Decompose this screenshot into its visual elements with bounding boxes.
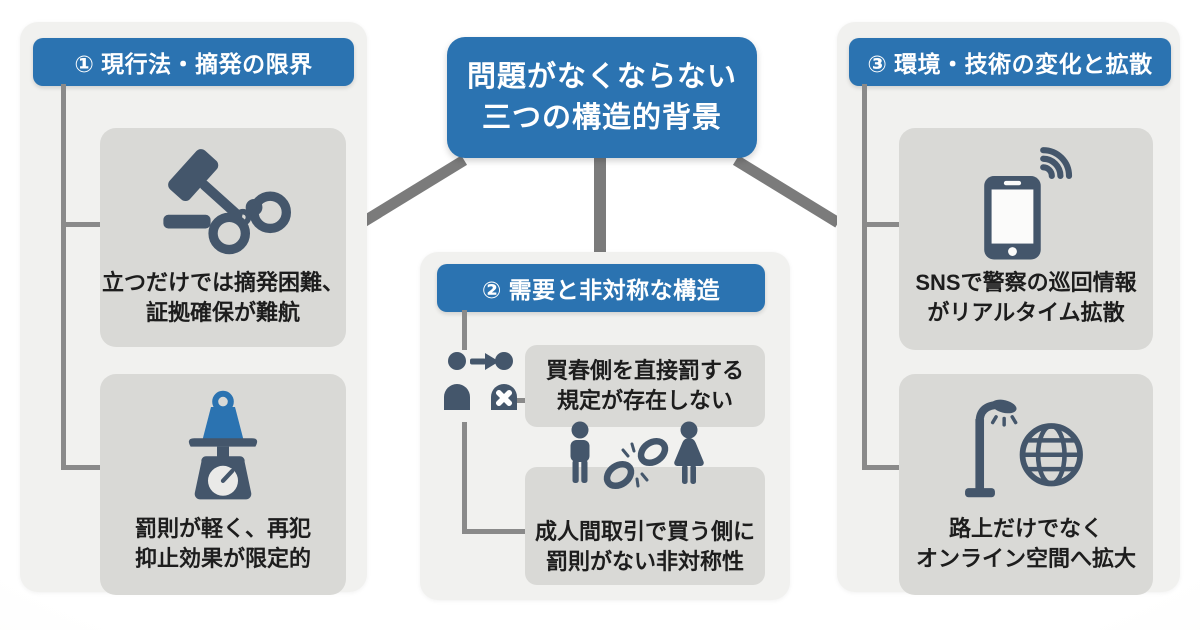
connector-left-branch-2 [61, 465, 101, 470]
connector-middle-vertical-1 [462, 310, 467, 350]
connector-left-branch-1 [61, 222, 101, 227]
streetlamp-globe-icon [957, 388, 1095, 510]
main-title: 問題がなくならない 三つの構造的背景 [447, 37, 757, 158]
panel-environment-tech-header: ③ 環境・技術の変化と拡散 [849, 38, 1171, 86]
card-text-line2: 証拠確保が難航 [145, 299, 300, 325]
connector-right-vertical [862, 84, 867, 470]
card-sns-spread: SNSで警察の巡回情報 がリアルタイム拡散 [899, 128, 1153, 350]
card-text-line2: オンライン空間へ拡大 [915, 545, 1136, 571]
card-no-buyer-penalty: 買春側を直接罰する 規定が存在しない [525, 345, 765, 427]
card-text: 罰則が軽く、再犯 抑止効果が限定的 [135, 514, 311, 574]
card-text-line2: 規定が存在しない [556, 388, 733, 413]
connector-title-to-middle [594, 150, 606, 254]
card-online-expansion: 路上だけでなく オンライン空間へ拡大 [899, 374, 1153, 595]
card-text-line2: 抑止効果が限定的 [134, 545, 311, 571]
broken-chain-couple-icon [558, 420, 712, 506]
card-text: 成人間取引で買う側に 罰則がない非対称性 [535, 517, 755, 577]
connector-middle-branch-2 [462, 529, 526, 534]
card-text-line1: 路上だけでなく [948, 516, 1103, 541]
card-text: 立つだけでは摘発困難、 証拠確保が難航 [102, 268, 344, 328]
card-text: SNSで警察の巡回情報 がリアルタイム拡散 [915, 268, 1136, 328]
card-text-line1: 買春側を直接罰する [545, 358, 744, 384]
panel-environment-tech: ③ 環境・技術の変化と拡散 SNSで警察の巡回情報 [837, 22, 1180, 595]
main-title-line2: 三つの構造的背景 [481, 101, 722, 134]
connector-icon-to-card [513, 398, 526, 403]
card-text-line1: 罰則が軽く、再犯 [134, 516, 311, 541]
connector-middle-vertical-2 [462, 422, 467, 534]
connector-right-branch-1 [862, 222, 900, 227]
card-adult-asymmetry: 成人間取引で買う側に 罰則がない非対称性 [525, 467, 765, 585]
card-weak-penalty: 罰則が軽く、再犯 抑止効果が限定的 [100, 374, 346, 595]
panel-current-law-limits: ① 現行法・摘発の限界 [20, 22, 367, 595]
card-text-line1: 成人間取引で買う側に [534, 519, 755, 545]
panel-current-law-header: ① 現行法・摘発の限界 [33, 38, 354, 86]
panel-demand-asymmetry: ② 需要と非対称な構造 [420, 252, 790, 600]
connector-title-to-left [358, 155, 468, 228]
gavel-handcuffs-icon [147, 142, 299, 264]
connector-title-to-right [732, 155, 842, 228]
main-title-line1: 問題がなくならない [466, 60, 737, 93]
card-enforcement-difficulty: 立つだけでは摘発困難、 証拠確保が難航 [100, 128, 346, 347]
buyer-arrow-no-penalty-icon [442, 350, 520, 412]
card-text: 買春側を直接罰する 規定が存在しない [546, 356, 744, 416]
card-text-line2: 罰則がない非対称性 [545, 549, 744, 575]
card-text-line2: がリアルタイム拡散 [927, 299, 1125, 325]
connector-left-vertical [61, 84, 66, 470]
smartphone-signal-icon [962, 142, 1090, 264]
panel-demand-asymmetry-header: ② 需要と非対称な構造 [437, 264, 765, 312]
connector-right-branch-2 [862, 465, 900, 470]
weight-scale-icon [160, 388, 286, 510]
card-text-line1: SNSで警察の巡回情報 [915, 270, 1137, 295]
card-text: 路上だけでなく オンライン空間へ拡大 [916, 514, 1136, 574]
card-text-line1: 立つだけでは摘発困難、 [101, 270, 344, 295]
